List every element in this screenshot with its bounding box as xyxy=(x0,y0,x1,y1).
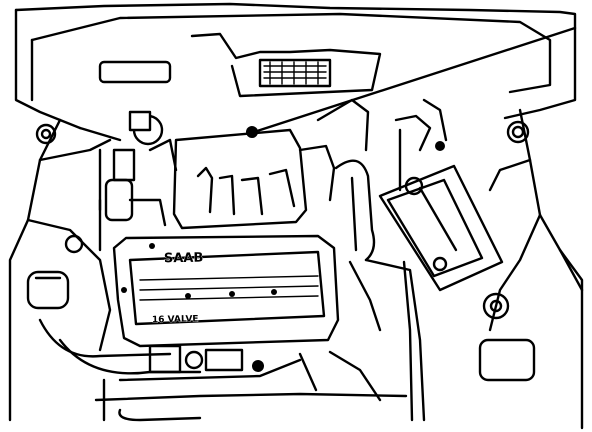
strut-mount-left xyxy=(35,123,57,145)
callout-leader-line xyxy=(252,26,577,134)
engine-brand-label: SAAB xyxy=(164,251,204,267)
lower-wiring xyxy=(38,318,408,422)
car-body-outline xyxy=(8,2,584,430)
fixing-point-left xyxy=(64,234,84,254)
washer-reservoir xyxy=(26,270,70,310)
fixing-point-right xyxy=(482,292,510,320)
hood-latch-area xyxy=(98,32,382,98)
hood-grille xyxy=(258,58,332,88)
lower-components xyxy=(98,148,536,382)
coolant-hoses xyxy=(316,98,426,422)
battery xyxy=(378,98,504,292)
engine-valve-label: 16 VALVE xyxy=(152,315,199,326)
air-intake-housing xyxy=(172,126,336,230)
engine-block: SAAB 16 VALVE xyxy=(112,234,340,348)
left-components xyxy=(98,110,178,252)
strut-mount-right xyxy=(506,120,530,144)
